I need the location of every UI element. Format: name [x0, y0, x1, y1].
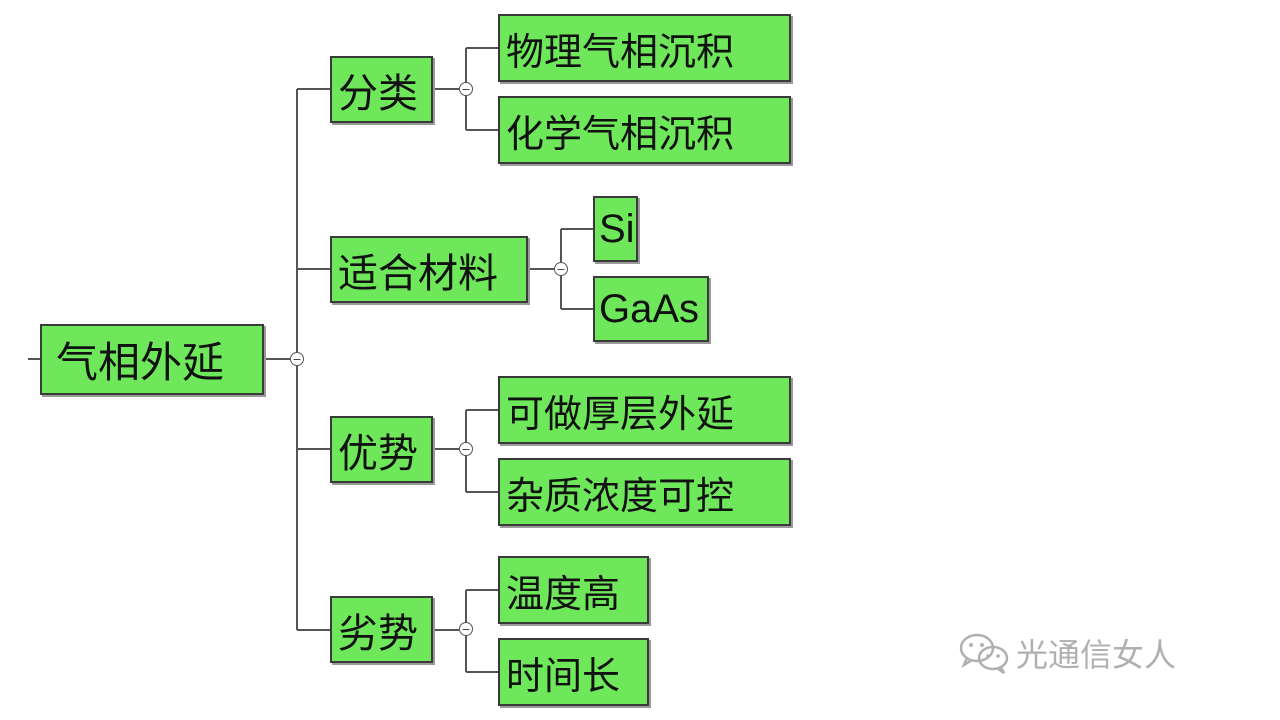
leaf-node-houceng[interactable]: 可做厚层外延 [498, 376, 791, 444]
root-node[interactable]: 气相外延 [40, 324, 264, 395]
branch-node-youshi[interactable]: 优势 [330, 416, 433, 483]
wechat-icon [959, 633, 1009, 675]
branch-label: 分类 [338, 70, 418, 117]
collapse-root-icon[interactable]: − [290, 352, 304, 366]
branch-label: 劣势 [338, 610, 418, 657]
leaf-label: 可做厚层外延 [506, 391, 735, 436]
collapse-fenlei-icon[interactable]: − [459, 82, 473, 96]
leaf-label: 时间长 [506, 653, 621, 698]
leaf-node-huaxue[interactable]: 化学气相沉积 [498, 96, 791, 164]
leaf-node-gaas[interactable]: GaAs [593, 276, 709, 342]
leaf-label: GaAs [599, 286, 700, 331]
collapse-youshi-icon[interactable]: − [459, 442, 473, 456]
leaf-label: 温度高 [506, 571, 621, 616]
branch-node-fenlei[interactable]: 分类 [330, 56, 433, 123]
branch-label: 适合材料 [338, 250, 498, 297]
leaf-label: 化学气相沉积 [506, 111, 735, 156]
leaf-label: 杂质浓度可控 [506, 473, 735, 518]
leaf-label: Si [599, 206, 635, 251]
branch-label: 优势 [338, 430, 418, 477]
leaf-node-si[interactable]: Si [593, 196, 638, 262]
branch-node-shihe[interactable]: 适合材料 [330, 236, 528, 303]
watermark: 光通信女人 [958, 630, 1176, 676]
leaf-node-wendu[interactable]: 温度高 [498, 556, 649, 624]
leaf-node-zazhi[interactable]: 杂质浓度可控 [498, 458, 791, 526]
leaf-label: 物理气相沉积 [506, 29, 735, 74]
leaf-node-shijian[interactable]: 时间长 [498, 638, 649, 706]
leaf-node-wuli[interactable]: 物理气相沉积 [498, 14, 791, 82]
collapse-lieshi-icon[interactable]: − [459, 622, 473, 636]
watermark-text: 光通信女人 [1016, 636, 1177, 674]
branch-node-lieshi[interactable]: 劣势 [330, 596, 433, 663]
collapse-shihe-icon[interactable]: − [554, 262, 568, 276]
root-node-label: 气相外延 [56, 338, 225, 387]
